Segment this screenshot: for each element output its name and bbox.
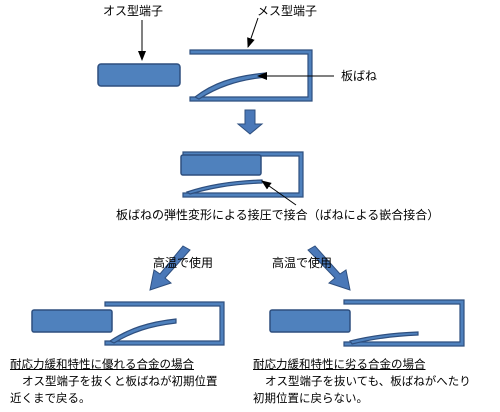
- female-terminal: [189, 49, 313, 102]
- leaf-spring-good: [108, 318, 177, 344]
- leaf-spring-poor: [349, 331, 419, 345]
- female-terminal-good: [104, 301, 225, 346]
- note-good-line2: 近くまで戻る。: [10, 391, 91, 405]
- stage-3-poor-alloy: [269, 299, 465, 347]
- down-arrow: [236, 109, 264, 135]
- leaf-spring: [193, 72, 267, 100]
- arrow-right-branch: [307, 245, 351, 291]
- male-terminal-good: [31, 309, 113, 333]
- stage-2-mated: [180, 151, 304, 198]
- label-high-temp-right: 高温で使用: [272, 256, 333, 270]
- note-poor-line1: オス型端子を抜いても、板ばねがへたり: [265, 374, 471, 388]
- arrow-left-branch: [149, 245, 191, 291]
- label-male-terminal: オス型端子: [103, 4, 164, 18]
- note-poor-alloy: 耐応力緩和特性に劣る合金の場合 オス型端子を抜いても、板ばねがへたり 初期位置に…: [253, 356, 471, 407]
- label-high-temp-left: 高温で使用: [153, 256, 214, 270]
- male-terminal: [97, 63, 181, 87]
- label-female-terminal: メス型端子: [257, 4, 318, 18]
- note-poor-line2: 初期位置に戻らない。: [253, 391, 368, 405]
- male-terminal-poor: [269, 309, 351, 333]
- male-terminal-inserted: [180, 154, 262, 176]
- label-spring: 板ばね: [341, 69, 378, 83]
- note-good-alloy: 耐応力緩和特性に優れる合金の場合 オス型端子を抜くと板ばねが初期位置 近くまで戻…: [10, 356, 218, 407]
- stage-3-good-alloy: [31, 301, 225, 346]
- note-good-line1: オス型端子を抜くと板ばねが初期位置: [22, 374, 218, 388]
- note-poor-title: 耐応力緩和特性に劣る合金の場合: [253, 357, 426, 371]
- leaf-spring-deflected: [185, 179, 263, 195]
- callout-female: [247, 17, 259, 48]
- note-good-title: 耐応力緩和特性に優れる合金の場合: [10, 357, 194, 371]
- callout-contact: [261, 180, 297, 206]
- stage-1-separated: [97, 49, 313, 102]
- female-terminal-poor: [343, 299, 465, 347]
- label-contact-caption: 板ばねの弾性変形による接圧で接合（ばねによる嵌合接合）: [116, 208, 440, 222]
